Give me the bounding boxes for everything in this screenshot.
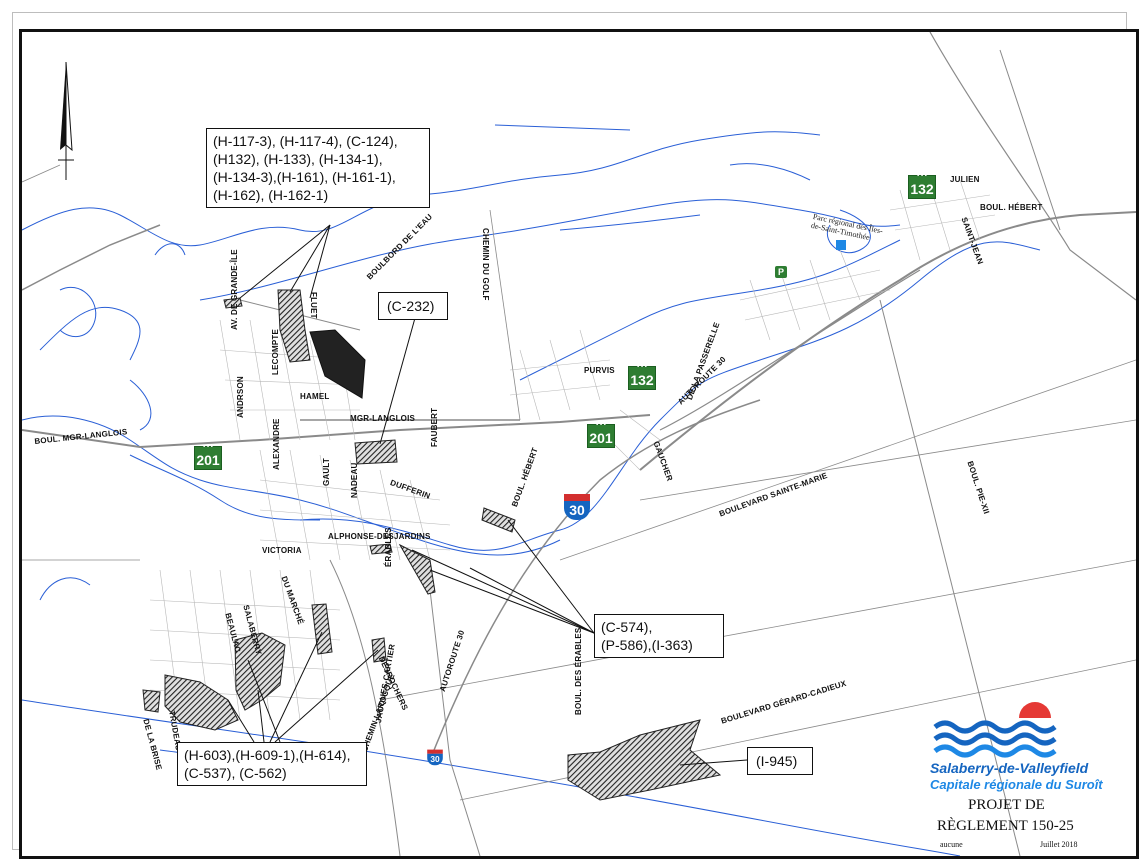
scale-label: aucune <box>940 840 963 849</box>
leader-lines <box>227 224 748 766</box>
road-label-nadeau: NADEAU <box>350 462 359 498</box>
route-201-east-shield-icon: 201 <box>587 421 615 448</box>
callout-c-232: (C-232) <box>378 292 448 320</box>
callout-c-574: (C-574), (P-586),(I-363) <box>594 614 724 658</box>
road-label-fluet: FLUET <box>309 292 318 319</box>
road-label-faubert: FAUBERT <box>430 407 439 447</box>
road-label-gault: GAULT <box>322 458 331 486</box>
callout-i-945: (I-945) <box>747 747 813 775</box>
parking-icon: P <box>775 266 787 278</box>
interstate-30-shield-icon: 30 <box>564 494 590 522</box>
north-arrow-icon <box>58 61 74 180</box>
project-title-line2: RÈGLEMENT 150-25 <box>937 818 1074 834</box>
road-label-hamel: HAMEL <box>300 392 330 401</box>
road-label-alexandre: ALEXANDRE <box>272 418 281 470</box>
callout-residential-south: (H-603),(H-609-1),(H-614), (C-537), (C-5… <box>177 742 367 786</box>
road-label-erables: ÉRABLES <box>384 527 393 567</box>
road-label-victoria: VICTORIA <box>262 546 302 555</box>
road-label-anderson: ANDRSON <box>236 376 245 418</box>
date-label: Juillet 2018 <box>1040 840 1078 849</box>
logo-tagline: Capitale régionale du Suroît <box>930 777 1103 792</box>
zone-hatched-areas <box>142 289 722 801</box>
road-label-boul-hebert-ne: BOUL. HÉBERT <box>980 203 1043 212</box>
route-201-west-shield-icon: 201 <box>194 443 222 470</box>
road-label-lecompte: LECOMPTE <box>271 328 280 375</box>
route-132-center-shield-icon: 132 <box>628 363 656 390</box>
route-132-east-shield-icon: 132 <box>908 172 936 199</box>
road-label-boul-des-erables: BOUL. DES ÉRABLES <box>574 627 583 715</box>
road-label-av-grande-ile: AV. DE GRANDE-ÎLE <box>230 249 239 330</box>
road-label-julien: JULIEN <box>950 175 980 184</box>
interstate-30-south-shield-icon: 30 <box>427 749 443 767</box>
road-label-chemin-du-golf: CHEMIN DU GOLF <box>481 228 490 301</box>
shoreline-lines <box>22 124 1041 856</box>
park-water-icon <box>836 240 846 250</box>
callout-residential-north: (H-117-3), (H-117-4), (C-124), (H132), (… <box>206 128 430 208</box>
logo-city-name: Salaberry-de-Valleyfield <box>930 760 1089 776</box>
road-label-mgr-langlois: MGR-LANGLOIS <box>350 414 416 423</box>
valleyfield-waves-logo-icon <box>933 702 1060 758</box>
street-grid <box>149 179 996 721</box>
road-label-purvis: PURVIS <box>584 366 615 375</box>
project-title-line1: PROJET DE <box>968 797 1045 813</box>
road-label-alphonse: ALPHONSE-DESJARDINS <box>328 532 431 541</box>
